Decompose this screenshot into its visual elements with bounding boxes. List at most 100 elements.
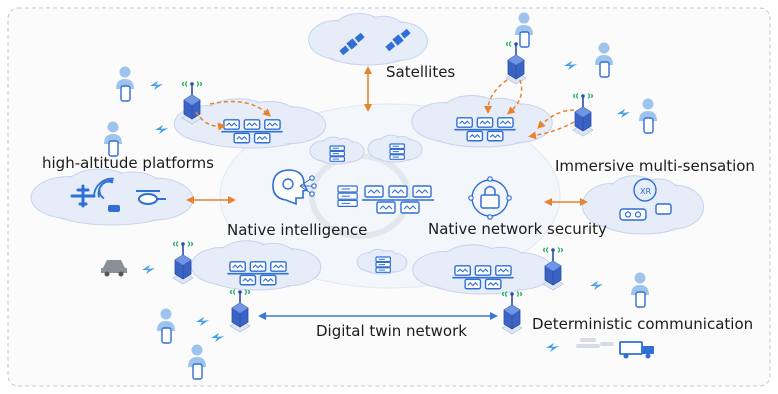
- brain-core: [282, 178, 294, 190]
- signal-wave: [244, 288, 248, 296]
- network-switch-icon: [229, 261, 246, 272]
- station-top: [575, 107, 591, 117]
- switch-wave: [489, 134, 501, 139]
- switch-wave: [266, 122, 278, 127]
- switch-wave: [469, 134, 481, 139]
- lightning-icon: [211, 333, 224, 342]
- network-switch-icon: [464, 278, 482, 290]
- truck-wheel: [645, 353, 651, 359]
- user-head: [634, 272, 646, 284]
- switch-body: [400, 201, 420, 214]
- network-switch-icon: [388, 185, 408, 198]
- switch-body: [464, 278, 482, 290]
- network-switch-icon: [239, 274, 257, 286]
- switch-body: [259, 274, 277, 286]
- network-switch-icon: [223, 119, 240, 130]
- switch-wave: [459, 120, 471, 125]
- wifi-arc: [97, 179, 114, 198]
- signal-wave: [172, 241, 176, 247]
- faded-vehicles: [576, 338, 614, 348]
- switch-body: [249, 261, 267, 272]
- label-native-network-security: Native network security: [428, 220, 607, 238]
- lightning-icon: [617, 109, 630, 118]
- user-head: [160, 308, 172, 320]
- lock-node: [487, 176, 493, 182]
- lightning-icon: [546, 343, 559, 352]
- user-head: [598, 42, 610, 54]
- neural-node: [311, 183, 317, 189]
- phone-icon: [635, 291, 646, 308]
- switch-wave: [367, 189, 381, 194]
- signal-wave: [199, 81, 203, 87]
- network-switch-icon: [495, 265, 512, 276]
- lock-body: [480, 194, 500, 209]
- base-station-icon: [501, 290, 523, 335]
- user-head: [191, 344, 203, 356]
- antenna-tip: [181, 242, 185, 246]
- car-wheel: [118, 271, 124, 277]
- arrow-dashed: [537, 109, 575, 129]
- base-station-icon: [542, 246, 564, 291]
- airplane-shape: [70, 184, 96, 208]
- switch-body: [466, 130, 484, 142]
- user-head: [518, 12, 530, 24]
- network-switch-icon: [497, 117, 514, 128]
- head-outline: [272, 169, 309, 206]
- arrow-dashed: [528, 121, 575, 140]
- label-immersive-multi-sensation: Immersive multi-sensation: [555, 157, 755, 175]
- lightning-icon: [155, 125, 168, 134]
- signal-wave: [508, 40, 512, 48]
- phone-body: [108, 140, 119, 157]
- lock-node: [487, 214, 493, 220]
- signal-wave: [232, 288, 236, 296]
- station-top: [175, 255, 191, 265]
- network-switch-icon: [243, 119, 261, 130]
- neural-node: [309, 175, 315, 181]
- lock-shackle: [484, 185, 496, 195]
- switch-wave: [252, 264, 264, 269]
- vr-goggles: [619, 208, 647, 221]
- satellite-body: [392, 34, 404, 46]
- signal-wave: [572, 93, 576, 99]
- switch-wave: [236, 136, 248, 141]
- network-switch-icon: [376, 201, 396, 214]
- switch-wave: [246, 122, 258, 127]
- switch-body: [264, 119, 281, 130]
- switch-wave: [467, 282, 479, 287]
- satellite-panel: [354, 32, 365, 43]
- arrow-dashed: [484, 79, 508, 114]
- phone-body: [599, 61, 610, 78]
- vr-lens: [624, 211, 632, 218]
- phone-body: [643, 117, 654, 134]
- neural-node: [309, 191, 315, 197]
- signal-wave: [187, 240, 191, 248]
- switch-wave: [497, 268, 509, 273]
- phone-body: [161, 327, 172, 344]
- truck-wheel: [623, 353, 629, 359]
- network-switch-icon: [456, 117, 473, 128]
- satellite-panel: [385, 41, 396, 52]
- switch-body: [243, 119, 261, 130]
- network-switch-icon: [454, 265, 471, 276]
- server-rack-icon: [337, 185, 358, 207]
- signal-wave: [196, 80, 200, 88]
- signal-wave: [557, 246, 561, 254]
- phone-body: [192, 363, 203, 380]
- satellite-icon: [339, 28, 411, 56]
- switch-body: [388, 185, 408, 198]
- switch-wave: [226, 122, 238, 127]
- lightning-icon: [590, 281, 603, 290]
- switch-body: [486, 130, 504, 142]
- lock-node: [506, 195, 512, 201]
- network-switch-icon: [400, 201, 420, 214]
- signal-wave: [175, 240, 179, 248]
- switch-wave: [415, 189, 429, 194]
- station-top: [504, 305, 520, 315]
- truck-cab: [642, 346, 654, 354]
- server-rack-icon: [375, 256, 391, 273]
- phone-icon: [192, 363, 203, 380]
- network-switch-icon: [264, 119, 281, 130]
- switch-body: [223, 119, 240, 130]
